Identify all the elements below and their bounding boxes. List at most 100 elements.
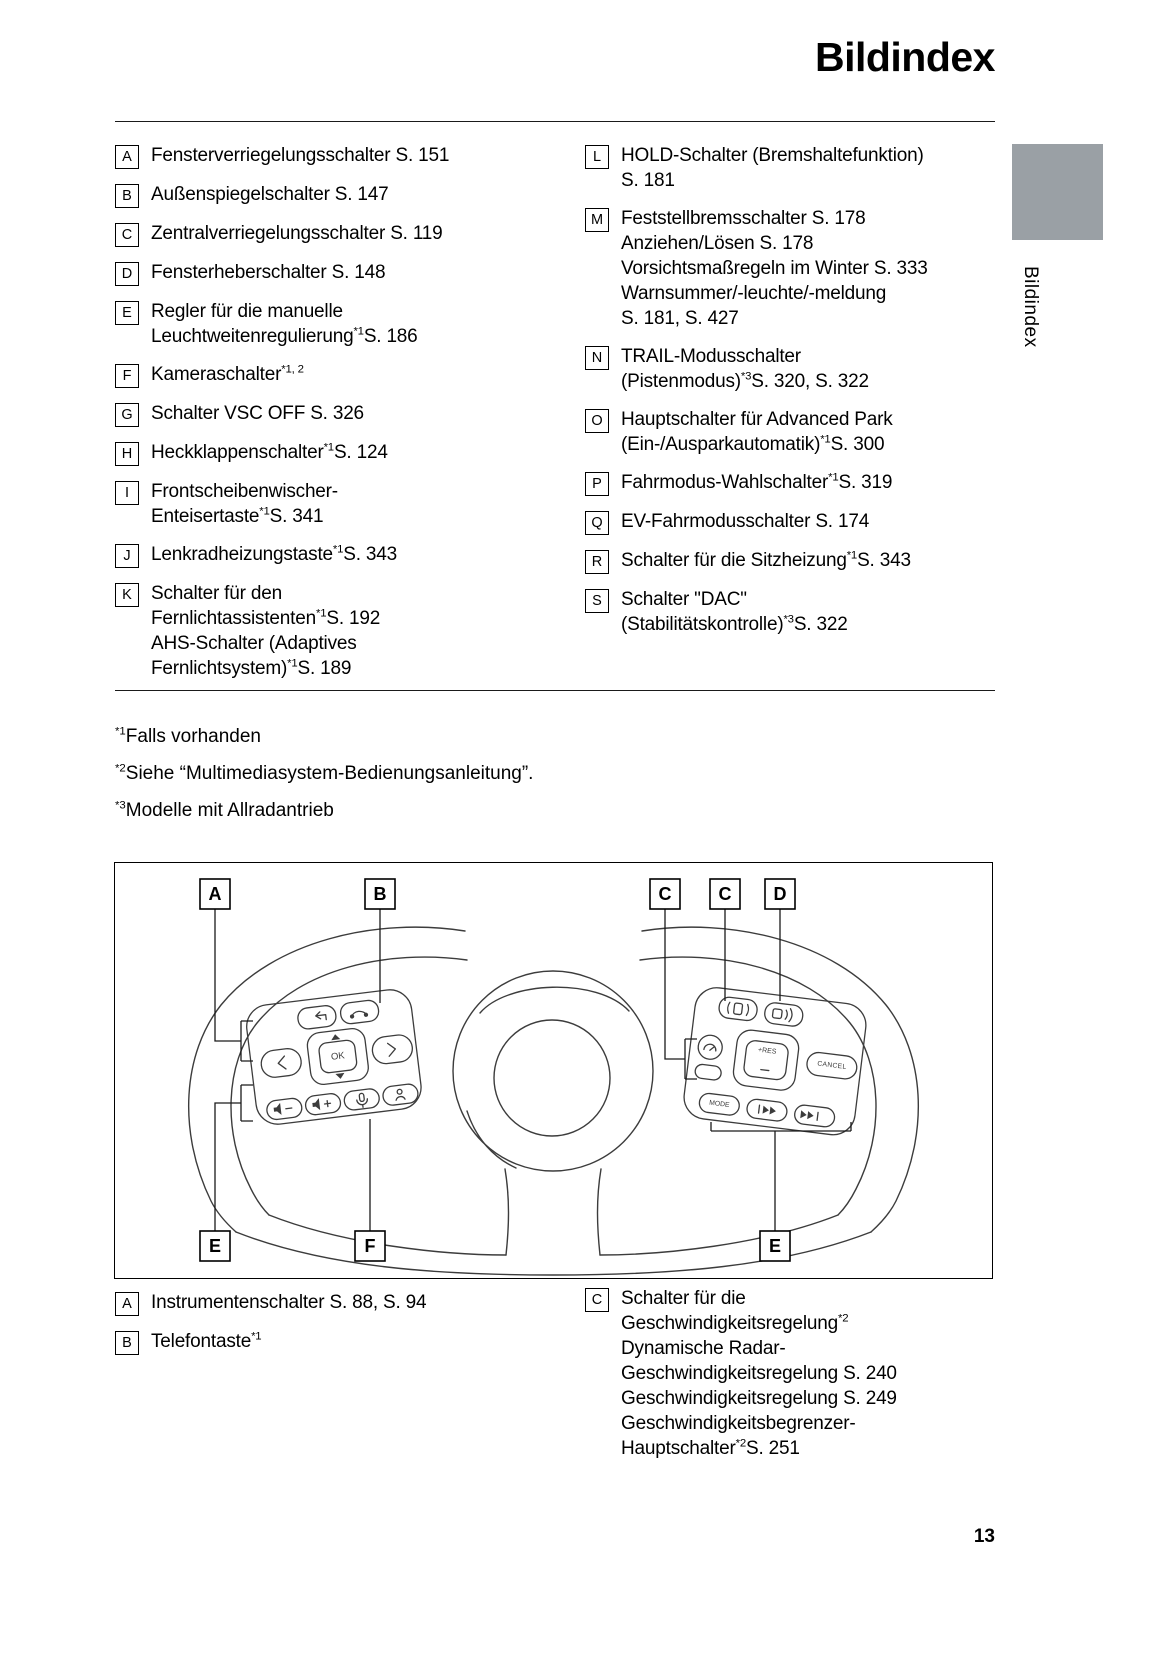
- item-line: Geschwindigkeitsregelung*2: [621, 1312, 849, 1334]
- superscript-marker: *1: [846, 549, 858, 562]
- item-letter-box: H: [115, 442, 139, 466]
- index-item-B: B Außenspiegelschalter S. 147: [115, 182, 575, 208]
- speed-limiter-icon: [703, 1043, 717, 1052]
- item-letter-box: C: [585, 1288, 609, 1312]
- callout-line-E1: [214, 1102, 241, 1231]
- set-dash-icon: [760, 1068, 770, 1072]
- steering-wheel-figure: OK: [114, 862, 993, 1279]
- page-number: 13: [973, 1526, 995, 1547]
- volume-down-icon: [273, 1102, 293, 1115]
- dpad-down-icon: [335, 1072, 345, 1079]
- mic-icon: [356, 1092, 368, 1108]
- superscript-marker: *3: [783, 613, 794, 626]
- callout-box-C2: [709, 878, 741, 910]
- callout-letter-C2: C: [719, 884, 732, 904]
- item-line: Instrumentenschalter S. 88, S. 94: [151, 1292, 427, 1313]
- item-line: S. 181: [621, 170, 675, 191]
- seek-back-button: [746, 1098, 788, 1122]
- item-letter-box: P: [585, 472, 609, 496]
- item-letter-box: J: [115, 544, 139, 568]
- item-line: Fernlichtsystem)*1S. 189: [151, 657, 352, 679]
- index-item-J: J Lenkradheizungstaste*1S. 343: [115, 542, 575, 568]
- lane-assist-icon: [726, 1001, 750, 1017]
- item-line: Telefontaste*1: [151, 1330, 262, 1352]
- callout-box-E1: [199, 1230, 231, 1262]
- page-title: Bildindex: [814, 34, 996, 80]
- mode-button: [698, 1092, 740, 1116]
- item-line: (Ein-/Ausparkautomatik)*1S. 300: [621, 433, 885, 455]
- superscript-marker: *2: [838, 1312, 849, 1325]
- seek-back-icon: [757, 1104, 776, 1115]
- divider-rule: [115, 690, 995, 691]
- superscript-marker: *2: [115, 762, 126, 775]
- callout-letter-E1: E: [209, 1236, 221, 1256]
- lane-assist-button: [718, 996, 758, 1022]
- item-text: Fensterverriegelungsschalter S. 151: [151, 143, 449, 169]
- callout-box-C1: [649, 878, 681, 910]
- item-letter-box: E: [115, 301, 139, 325]
- item-line: Außenspiegelschalter S. 147: [151, 184, 389, 205]
- callout-bracket-A: [240, 1020, 253, 1062]
- item-line: Geschwindigkeitsregelung S. 249: [621, 1388, 897, 1409]
- res-button-label: +RES: [758, 1047, 778, 1056]
- item-text: TRAIL-Modusschalter(Pistenmodus)*3S. 320…: [621, 344, 869, 394]
- item-line: Lenkradheizungstaste*1S. 343: [151, 543, 398, 565]
- item-line: Regler für die manuelle: [151, 301, 343, 322]
- superscript-marker: *1: [287, 657, 298, 670]
- superscript-marker: *1: [259, 505, 270, 518]
- item-line: (Pistenmodus)*3S. 320, S. 322: [621, 370, 869, 392]
- index-item-S: S Schalter "DAC"(Stabilitätskontrolle)*3S…: [585, 587, 1000, 637]
- item-text: Instrumentenschalter S. 88, S. 94: [151, 1290, 427, 1316]
- callout-lines: [214, 909, 852, 1231]
- right-button-cluster: +RES CANCEL MODE: [683, 987, 867, 1136]
- superscript-marker: *1: [820, 433, 831, 446]
- voice-button: [382, 1083, 419, 1106]
- callout-boxes: [199, 878, 796, 1262]
- item-text: Lenkradheizungstaste*1S. 343: [151, 542, 397, 568]
- item-letter-box: Q: [585, 511, 609, 535]
- item-line: Geschwindigkeitsregelung S. 240: [621, 1363, 897, 1384]
- item-text: Außenspiegelschalter S. 147: [151, 182, 389, 208]
- item-line: Fahrmodus-Wahlschalter*1S. 319: [621, 471, 893, 493]
- item-letter-box: S: [585, 589, 609, 613]
- superscript-marker: *1, 2: [281, 363, 304, 376]
- callout-box-A: [199, 878, 231, 910]
- item-letter-box: R: [585, 550, 609, 574]
- cruise-distance-button: [764, 1002, 804, 1027]
- item-letter-box: B: [115, 184, 139, 208]
- callout-box-F: [354, 1230, 386, 1262]
- item-line: Fernlichtassistenten*1S. 192: [151, 607, 381, 629]
- item-text: Schalter "DAC"(Stabilitätskontrolle)*3S.…: [621, 587, 848, 637]
- item-line: Anziehen/Lösen S. 178: [621, 233, 814, 254]
- item-line: Schalter VSC OFF S. 326: [151, 403, 364, 424]
- item-letter-box: D: [115, 262, 139, 286]
- phone-button: [339, 999, 380, 1025]
- item-text: Frontscheibenwischer-Enteisertaste*1S. 3…: [151, 479, 338, 529]
- mode-button-label: MODE: [709, 1100, 731, 1109]
- item-text: Schalter VSC OFF S. 326: [151, 401, 364, 427]
- dpad-up-icon: [331, 1034, 341, 1041]
- callout-letter-A: A: [209, 884, 222, 904]
- item-line: Leuchtweitenregulierung*1S. 186: [151, 325, 418, 347]
- index-item-Q: Q EV-Fahrmodusschalter S. 174: [585, 509, 1000, 535]
- item-text: Zentralverriegelungsschalter S. 119: [151, 221, 443, 247]
- callout-letters: A B C C D E F E: [209, 884, 787, 1256]
- item-text: Fahrmodus-Wahlschalter*1S. 319: [621, 470, 892, 496]
- item-text: EV-Fahrmodusschalter S. 174: [621, 509, 869, 535]
- item-line: Kameraschalter*1, 2: [151, 363, 304, 385]
